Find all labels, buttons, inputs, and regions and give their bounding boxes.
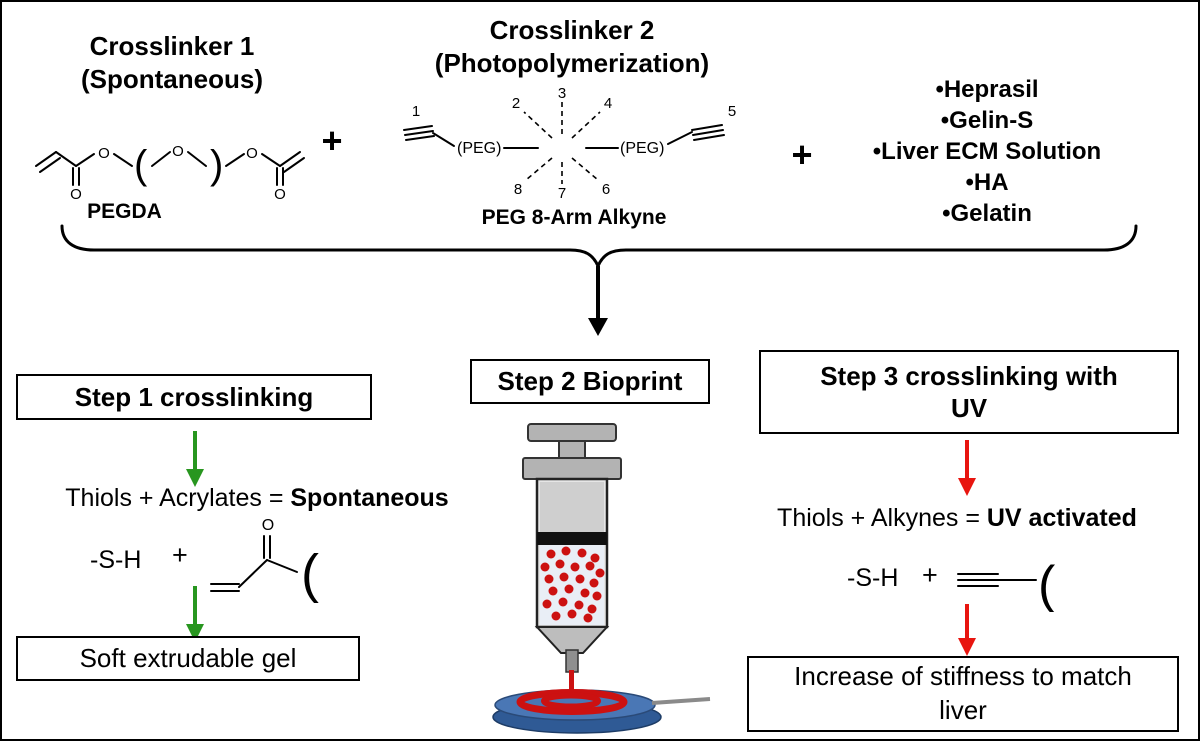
step3-reaction-prefix: Thiols + Alkynes = <box>777 504 987 532</box>
step3-reaction-text: Thiols + Alkynes = UV activated <box>722 504 1192 533</box>
barrel-flange <box>522 457 622 480</box>
plunger-shaft <box>558 440 586 459</box>
peg-unit-left: (PEG) <box>457 140 501 157</box>
plus-sign-1: + <box>321 120 343 161</box>
step1-thiol: -S-H <box>90 546 142 574</box>
red-arrow-2 <box>958 604 976 656</box>
arm-number-8: 8 <box>514 181 522 198</box>
component-heprasil: •Heprasil <box>935 76 1039 103</box>
green-arrow-2 <box>186 586 204 642</box>
step2-box: Step 2 Bioprint <box>470 359 710 404</box>
step1-box-title: Step 1 crosslinking <box>74 381 314 412</box>
arm-number-1: 1 <box>412 103 420 120</box>
step1-reaction-text: Thiols + Acrylates = Spontaneous <box>12 484 502 513</box>
step1-reaction-bold: Spontaneous <box>290 484 449 512</box>
paren-open: ( <box>134 143 148 187</box>
crosslinker1-title: Crosslinker 1 (Spontaneous) <box>37 30 307 95</box>
component-gelin-s: •Gelin-S <box>940 107 1034 134</box>
step2-box-title: Step 2 Bioprint <box>497 366 683 397</box>
component-liver-ecm: •Liver ECM Solution <box>872 138 1102 165</box>
needle <box>565 649 579 673</box>
pegda-structure: O O O O O ( ) <box>35 143 305 203</box>
crosslinker1-title-line1: Crosslinker 1 <box>89 31 255 61</box>
extruded-filament <box>569 670 574 700</box>
step1-plus: + <box>172 540 188 570</box>
atom-oxygen: O <box>262 517 274 534</box>
peg-8arm-label: PEG 8-Arm Alkyne <box>481 206 667 229</box>
acrylate-structure: O ( <box>210 517 319 604</box>
step3-result-line1: Increase of stiffness to match <box>794 661 1132 692</box>
down-arrowhead <box>588 318 608 336</box>
arm-number-4: 4 <box>604 95 612 112</box>
step3-box-title-line2: UV <box>950 393 988 423</box>
crosslinker2-title: Crosslinker 2 (Photopolymerization) <box>397 14 747 79</box>
attachment-bracket: ( <box>1038 556 1056 612</box>
peg-8arm-structure: 1 2 3 4 5 6 7 8 (PEG) (PEG) <box>403 86 736 202</box>
dish-handle <box>651 697 711 705</box>
arm-number-7: 7 <box>558 185 566 202</box>
step3-thiol: -S-H <box>847 564 899 592</box>
attachment-bracket: ( <box>301 544 319 604</box>
step3-result-line2: liver <box>939 695 987 725</box>
red-arrow-1 <box>958 440 976 496</box>
green-arrow-1 <box>186 431 204 487</box>
paren-close: ) <box>210 143 223 187</box>
atom-oxygen: O <box>274 186 286 203</box>
crosslinker1-title-line2: (Spontaneous) <box>81 63 263 94</box>
printed-ring-outer <box>516 689 628 715</box>
arm-number-6: 6 <box>602 181 610 198</box>
component-gelatin: •Gelatin <box>942 200 1032 227</box>
step3-plus: + <box>922 560 938 590</box>
atom-oxygen: O <box>70 186 82 203</box>
bioink-cells <box>540 546 605 623</box>
step3-box-title-line1: Step 3 crosslinking with <box>820 360 1118 391</box>
step1-reaction-prefix: Thiols + Acrylates = <box>65 484 291 512</box>
arm-number-3: 3 <box>558 86 566 102</box>
plunger-stopper <box>537 532 607 545</box>
peg-unit-right: (PEG) <box>620 140 664 157</box>
step1-box: Step 1 crosslinking <box>16 374 372 420</box>
plunger-handle <box>527 423 617 442</box>
plus-sign-2: + <box>791 134 813 175</box>
barrel-taper <box>534 626 610 654</box>
grouping-brace-arrow <box>60 224 1138 336</box>
crosslinker2-title-line1: Crosslinker 2 <box>489 15 655 45</box>
alkyne-structure: ( <box>957 556 1056 612</box>
atom-oxygen: O <box>98 145 110 162</box>
step3-box: Step 3 crosslinking with UV <box>759 350 1179 434</box>
step1-result-box: Soft extrudable gel <box>16 636 360 681</box>
step3-result-box: Increase of stiffness to match liver <box>747 656 1179 732</box>
component-list: •Heprasil •Gelin-S •Liver ECM Solution •… <box>820 74 1154 229</box>
atom-oxygen: O <box>172 143 184 160</box>
crosslinker2-title-line2: (Photopolymerization) <box>434 47 710 78</box>
printed-ring-inner <box>541 692 601 710</box>
step3-reaction-bold: UV activated <box>986 504 1137 532</box>
component-ha: •HA <box>965 169 1009 196</box>
syringe-illustration <box>492 423 711 734</box>
arm-number-2: 2 <box>512 95 520 112</box>
step1-result-text: Soft extrudable gel <box>79 642 297 673</box>
atom-oxygen: O <box>246 145 258 162</box>
arm-number-5: 5 <box>728 103 736 120</box>
pegda-label: PEGDA <box>87 200 162 223</box>
